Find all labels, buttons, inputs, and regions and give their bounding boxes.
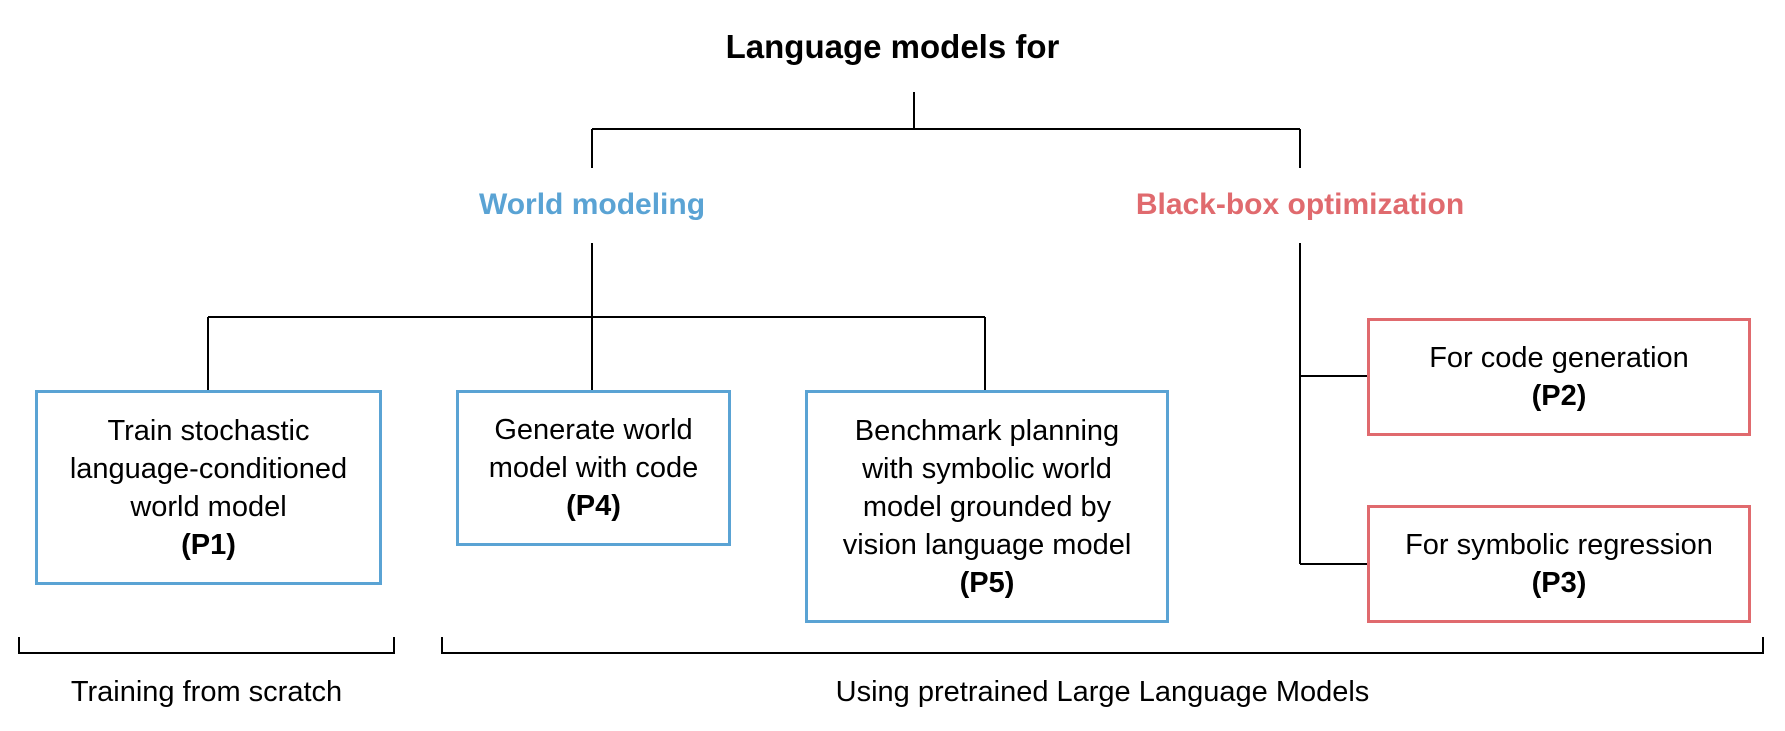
box-p3-label: For symbolic regression	[1405, 529, 1713, 561]
box-p3: For symbolic regression (P3)	[1367, 505, 1751, 623]
group-label-pretrained: Using pretrained Large Language Models	[835, 676, 1370, 708]
box-p5-code: (P5)	[959, 566, 1015, 599]
box-p3-code: (P3)	[1531, 567, 1587, 599]
scratch-bracket	[18, 637, 395, 654]
box-p2: For code generation (P2)	[1367, 318, 1751, 436]
branch-blackbox-optimization: Black-box optimization	[1135, 188, 1465, 221]
box-p2-label: For code generation	[1429, 342, 1689, 374]
pretrained-bracket	[441, 637, 1764, 654]
group-label-scratch: Training from scratch	[70, 676, 343, 708]
box-p1: Train stochastic language-conditioned wo…	[35, 390, 382, 585]
root-title: Language models for	[725, 28, 1060, 65]
branch-world-modeling: World modeling	[478, 188, 706, 221]
box-p4-code: (P4)	[566, 490, 621, 522]
box-p4: Generate world model with code (P4)	[456, 390, 731, 546]
box-p4-label: Generate world model with code	[488, 414, 699, 484]
box-p1-code: (P1)	[181, 528, 236, 561]
box-p5: Benchmark planning with symbolic world m…	[805, 390, 1169, 623]
box-p5-label: Benchmark planning with symbolic world m…	[842, 414, 1132, 561]
box-p2-code: (P2)	[1531, 380, 1587, 412]
box-p1-label: Train stochastic language-conditioned wo…	[69, 414, 348, 523]
